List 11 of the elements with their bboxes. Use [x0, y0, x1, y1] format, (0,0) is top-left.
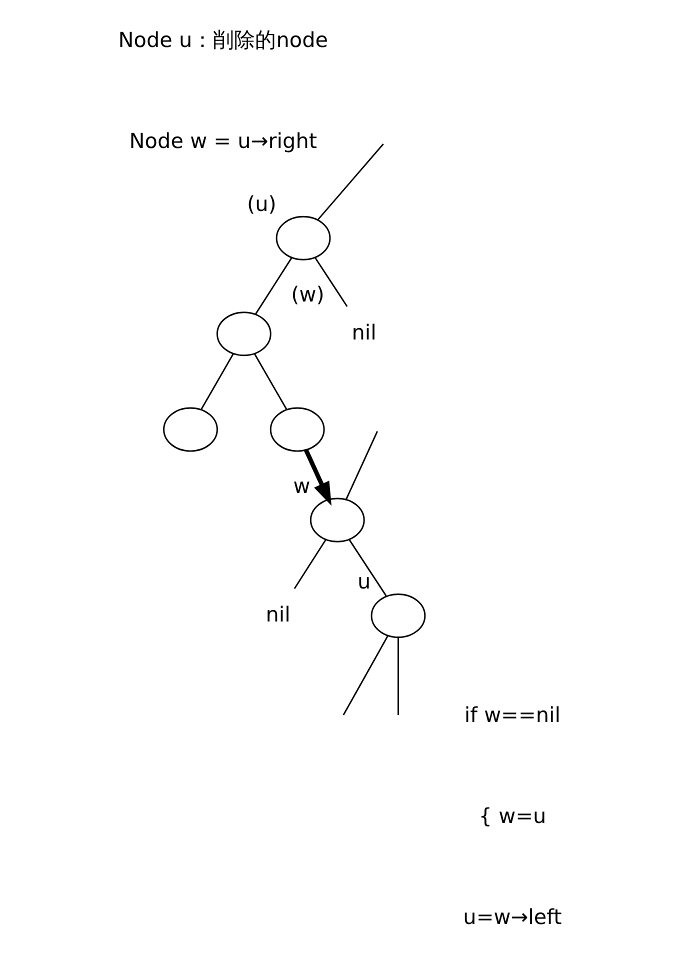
node-text: nil	[265, 602, 290, 626]
label: if w==nil	[464, 703, 560, 728]
node-text: nil	[351, 320, 376, 344]
label: Node u：削除的node	[118, 28, 328, 52]
label: { w=u	[478, 804, 546, 828]
label: Node w = u→right	[128, 128, 317, 153]
node-label: (u)	[246, 192, 276, 216]
node-label: w	[292, 474, 310, 498]
node-label: u	[357, 570, 370, 594]
label: u=w→left	[462, 904, 562, 929]
node-label: (w)	[290, 282, 324, 306]
